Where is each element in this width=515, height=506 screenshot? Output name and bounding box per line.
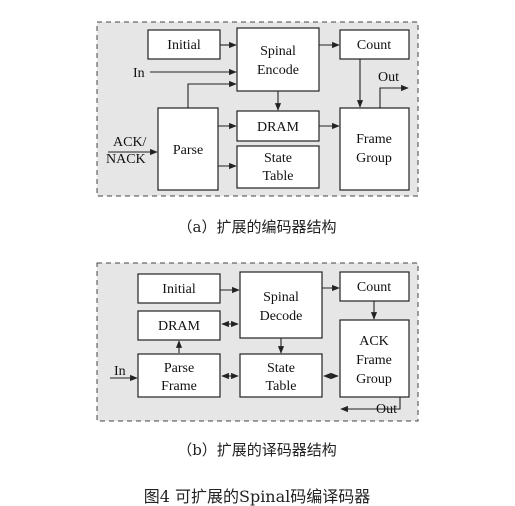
decoder-dram-label: DRAM [158,319,201,334]
encoder-diagram: Initial Spinal Encode Count Parse DRAM S… [96,21,419,197]
encoder-parse-block: Parse [157,107,219,191]
encoder-in-label: In [133,66,145,81]
ack-frame-group-label-1: ACK [359,334,389,349]
decoder-initial-label: Initial [162,282,196,297]
nack-label: NACK [106,152,146,167]
encoder-dram-label: DRAM [257,120,300,135]
decoder-connections [110,284,401,413]
decoder-count-block: Count [339,271,410,302]
frame-group-label-1: Frame [356,132,392,147]
encoder-initial-label: Initial [167,38,201,53]
parse-frame-label-1: Parse [164,361,194,376]
encoder-out-label: Out [378,70,399,85]
ack-frame-group-block: ACK Frame Group [339,319,410,398]
wire-frame-to-out [379,84,409,108]
wire-parse-to-encode [187,80,237,108]
encoder-dram-block: DRAM [236,110,320,142]
encoder-count-label: Count [357,38,391,53]
parse-frame-block: Parse Frame [137,353,221,398]
spinal-encode-label-1: Spinal [260,44,296,59]
decoder-caption: （b）扩展的译码器结构 [177,441,337,459]
encoder-connections [108,41,409,170]
spinal-encode-label-2: Encode [257,63,299,78]
ack-label: ACK/ [113,135,147,150]
encoder-state-table-block: State Table [236,145,320,189]
wire-ackframe-to-out [340,397,401,413]
ack-frame-group-label-2: Frame [356,353,392,368]
encoder-parse-label: Parse [173,143,203,158]
encoder-state-label-1: State [264,151,292,166]
decoder-dram-block: DRAM [137,310,221,341]
decoder-in-label: In [114,364,126,379]
encoder-count-block: Count [339,29,410,60]
spinal-decode-label-1: Spinal [263,290,299,305]
decoder-state-label-2: Table [266,379,297,394]
spinal-encode-block: Spinal Encode [236,27,320,92]
frame-group-block: Frame Group [339,107,410,191]
ack-frame-group-label-3: Group [356,372,392,387]
decoder-initial-block: Initial [137,273,221,304]
decoder-state-table-block: State Table [239,353,323,398]
encoder-initial-block: Initial [147,29,221,60]
encoder-state-label-2: Table [263,169,294,184]
parse-frame-label-2: Frame [161,379,197,394]
decoder-count-label: Count [357,280,391,295]
spinal-decode-block: Spinal Decode [239,271,323,339]
figure-caption: 图4 可扩展的Spinal码编译码器 [144,487,371,506]
decoder-diagram: Initial Spinal Decode Count DRAM Parse F… [96,262,419,422]
spinal-decode-label-2: Decode [260,309,303,324]
frame-group-label-2: Group [356,151,392,166]
decoder-state-label-1: State [267,361,295,376]
encoder-caption: （a）扩展的编码器结构 [178,218,337,236]
